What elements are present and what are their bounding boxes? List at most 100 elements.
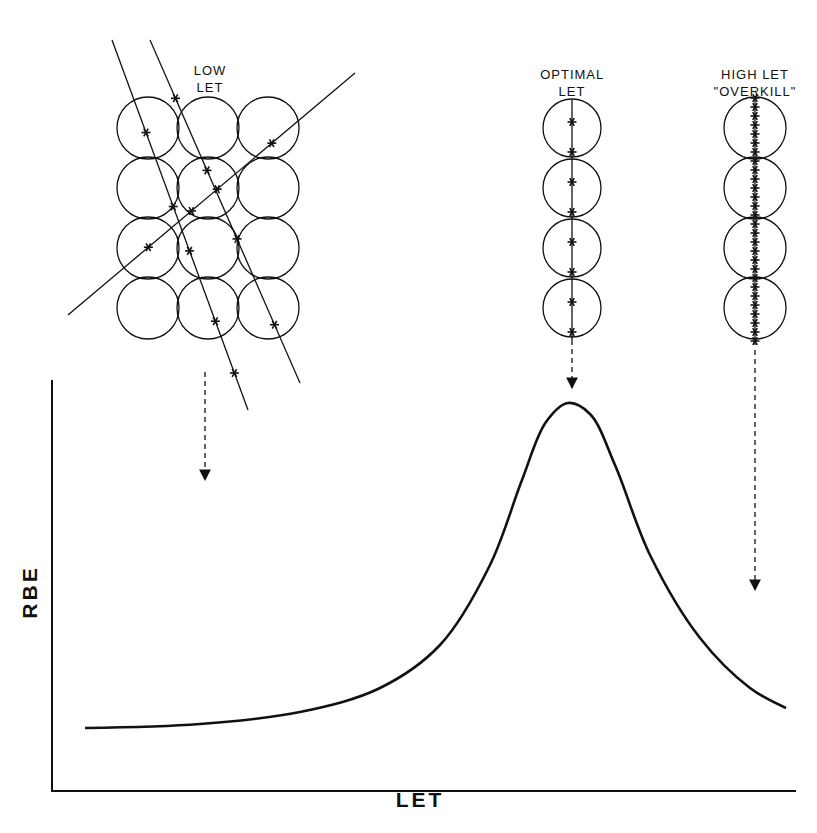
ionization-mark <box>272 321 277 329</box>
axes <box>51 380 796 792</box>
ionization-mark <box>146 243 151 251</box>
ionization-mark <box>753 166 758 174</box>
ionization-mark <box>753 256 758 264</box>
ionization-mark <box>272 321 277 329</box>
ionization-mark <box>753 238 758 246</box>
ionization-mark <box>753 220 758 228</box>
ionization-mark <box>570 208 575 216</box>
ionization-mark <box>570 148 575 156</box>
region-label: HIGH LET "OVERKILL" <box>714 66 797 100</box>
ionization-mark <box>753 202 758 210</box>
ionization-mark <box>753 211 758 219</box>
ionization-mark <box>753 337 758 345</box>
ionization-mark <box>570 328 575 336</box>
ionization-mark <box>753 328 758 336</box>
ionization-mark <box>753 211 758 219</box>
ionization-mark <box>753 229 758 237</box>
ionization-mark <box>753 139 758 147</box>
ionization-mark <box>753 283 758 291</box>
ionization-mark <box>171 203 176 211</box>
ionization-mark <box>753 310 758 318</box>
ionization-mark <box>753 175 758 183</box>
ionization-mark <box>753 112 758 120</box>
ionization-mark <box>144 129 149 137</box>
rbe-curve <box>85 403 786 728</box>
ionization-mark <box>235 235 240 243</box>
ionization-mark <box>270 139 275 147</box>
ionization-mark <box>753 229 758 237</box>
ionization-mark <box>187 247 192 255</box>
ionization-mark <box>753 202 758 210</box>
ionization-mark <box>753 148 758 156</box>
ionization-mark <box>171 203 176 211</box>
ionization-mark <box>753 247 758 255</box>
ionization-mark <box>753 175 758 183</box>
ionization-mark <box>570 328 575 336</box>
ionization-mark <box>753 301 758 309</box>
region-label: LOW LET <box>194 62 227 96</box>
ionization-mark <box>570 118 575 126</box>
ionization-mark <box>213 317 218 325</box>
ionization-mark <box>753 121 758 129</box>
ionization-mark <box>753 247 758 255</box>
ionization-mark <box>232 369 237 377</box>
ionization-mark <box>753 220 758 228</box>
ionization-mark <box>753 121 758 129</box>
ionization-mark <box>570 238 575 246</box>
ionization-mark <box>570 238 575 246</box>
ionization-mark <box>205 166 210 174</box>
ionization-mark <box>753 184 758 192</box>
ionization-mark <box>270 139 275 147</box>
ionization-mark <box>753 139 758 147</box>
ionization-mark <box>570 268 575 276</box>
ionization-mark <box>753 265 758 273</box>
region-label: OPTIMAL LET <box>540 66 604 100</box>
ionization-mark <box>144 129 149 137</box>
ionization-mark <box>753 256 758 264</box>
ionization-mark <box>753 337 758 345</box>
ionization-mark <box>753 130 758 138</box>
ionization-mark <box>753 292 758 300</box>
ionization-mark <box>753 193 758 201</box>
ionization-mark <box>570 118 575 126</box>
ionization-mark <box>753 193 758 201</box>
pointer-arrows <box>205 340 755 590</box>
ionization-mark <box>753 274 758 282</box>
ionization-mark <box>753 184 758 192</box>
ionization-mark <box>753 103 758 111</box>
ionization-mark <box>753 148 758 156</box>
ionization-mark <box>753 238 758 246</box>
ionization-mark <box>205 166 210 174</box>
ionization-mark <box>146 243 151 251</box>
ionization-mark <box>213 317 218 325</box>
ionization-mark <box>753 292 758 300</box>
low-let-tracks <box>68 40 355 410</box>
ionization-mark <box>189 207 194 215</box>
ionization-mark <box>570 268 575 276</box>
ionization-mark <box>570 208 575 216</box>
ionization-mark <box>570 178 575 186</box>
ionization-marks <box>142 94 760 377</box>
axis-title: RBE <box>18 565 42 618</box>
ionization-mark <box>570 148 575 156</box>
ionization-mark <box>215 185 220 193</box>
ionization-mark <box>570 298 575 306</box>
ionization-mark <box>753 328 758 336</box>
ionization-mark <box>753 310 758 318</box>
ionization-mark <box>753 283 758 291</box>
axis-title: LET <box>396 788 445 812</box>
ionization-mark <box>753 301 758 309</box>
ionization-mark <box>753 112 758 120</box>
ionization-mark <box>753 319 758 327</box>
ionization-mark <box>753 157 758 165</box>
ionization-mark <box>215 185 220 193</box>
ionization-mark <box>570 298 575 306</box>
ionization-mark <box>235 235 240 243</box>
ionization-mark <box>753 265 758 273</box>
ionization-mark <box>753 130 758 138</box>
ionization-mark <box>753 103 758 111</box>
ionization-mark <box>570 178 575 186</box>
ionization-mark <box>189 207 194 215</box>
